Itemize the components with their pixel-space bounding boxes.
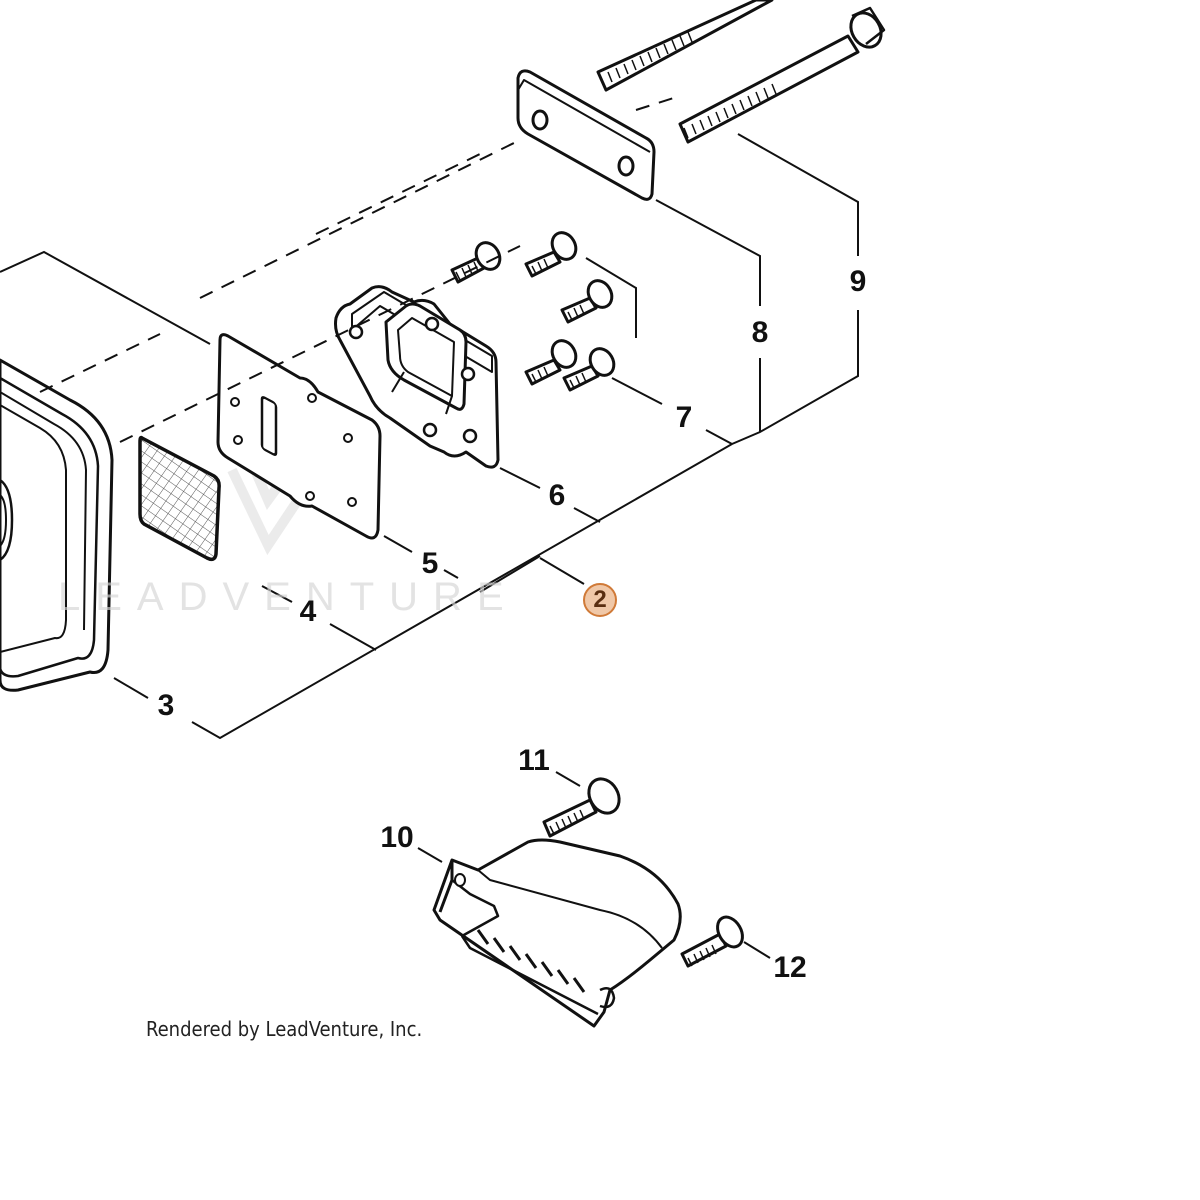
deflector-screw-top (542, 777, 621, 838)
deflector-screw-bottom (680, 915, 744, 968)
part-label-3[interactable]: 3 (157, 689, 175, 722)
part-label-6[interactable]: 6 (548, 479, 566, 512)
long-bolts (596, 0, 886, 144)
cap-screws (450, 231, 616, 392)
cap-screw-5 (562, 347, 616, 392)
part-label-9[interactable]: 9 (849, 265, 867, 298)
cap-screw-2 (524, 231, 578, 278)
leader-lines (0, 95, 859, 959)
part-label-11[interactable]: 11 (518, 744, 550, 777)
deflector (432, 838, 682, 1028)
part-label-4[interactable]: 4 (299, 595, 317, 628)
mounting-plate (516, 69, 656, 201)
part-label-10[interactable]: 10 (380, 821, 414, 854)
muffler-body (0, 358, 114, 692)
cap-screw-3 (560, 279, 614, 324)
part-label-7[interactable]: 7 (675, 401, 693, 434)
spark-arrestor-screen (138, 435, 221, 562)
part-label-8[interactable]: 8 (751, 316, 769, 349)
part-label-5[interactable]: 5 (421, 547, 439, 580)
part-callout-2-highlighted[interactable]: 2 (583, 583, 617, 617)
exhaust-flange (334, 285, 500, 469)
cap-screw-4 (524, 339, 578, 386)
part-label-12[interactable]: 12 (773, 951, 807, 984)
gasket (216, 333, 382, 540)
watermark-text: LEADVENTURE (58, 575, 519, 619)
cap-screw-1 (450, 241, 502, 284)
render-credit: Rendered by LeadVenture, Inc. (146, 1017, 423, 1041)
